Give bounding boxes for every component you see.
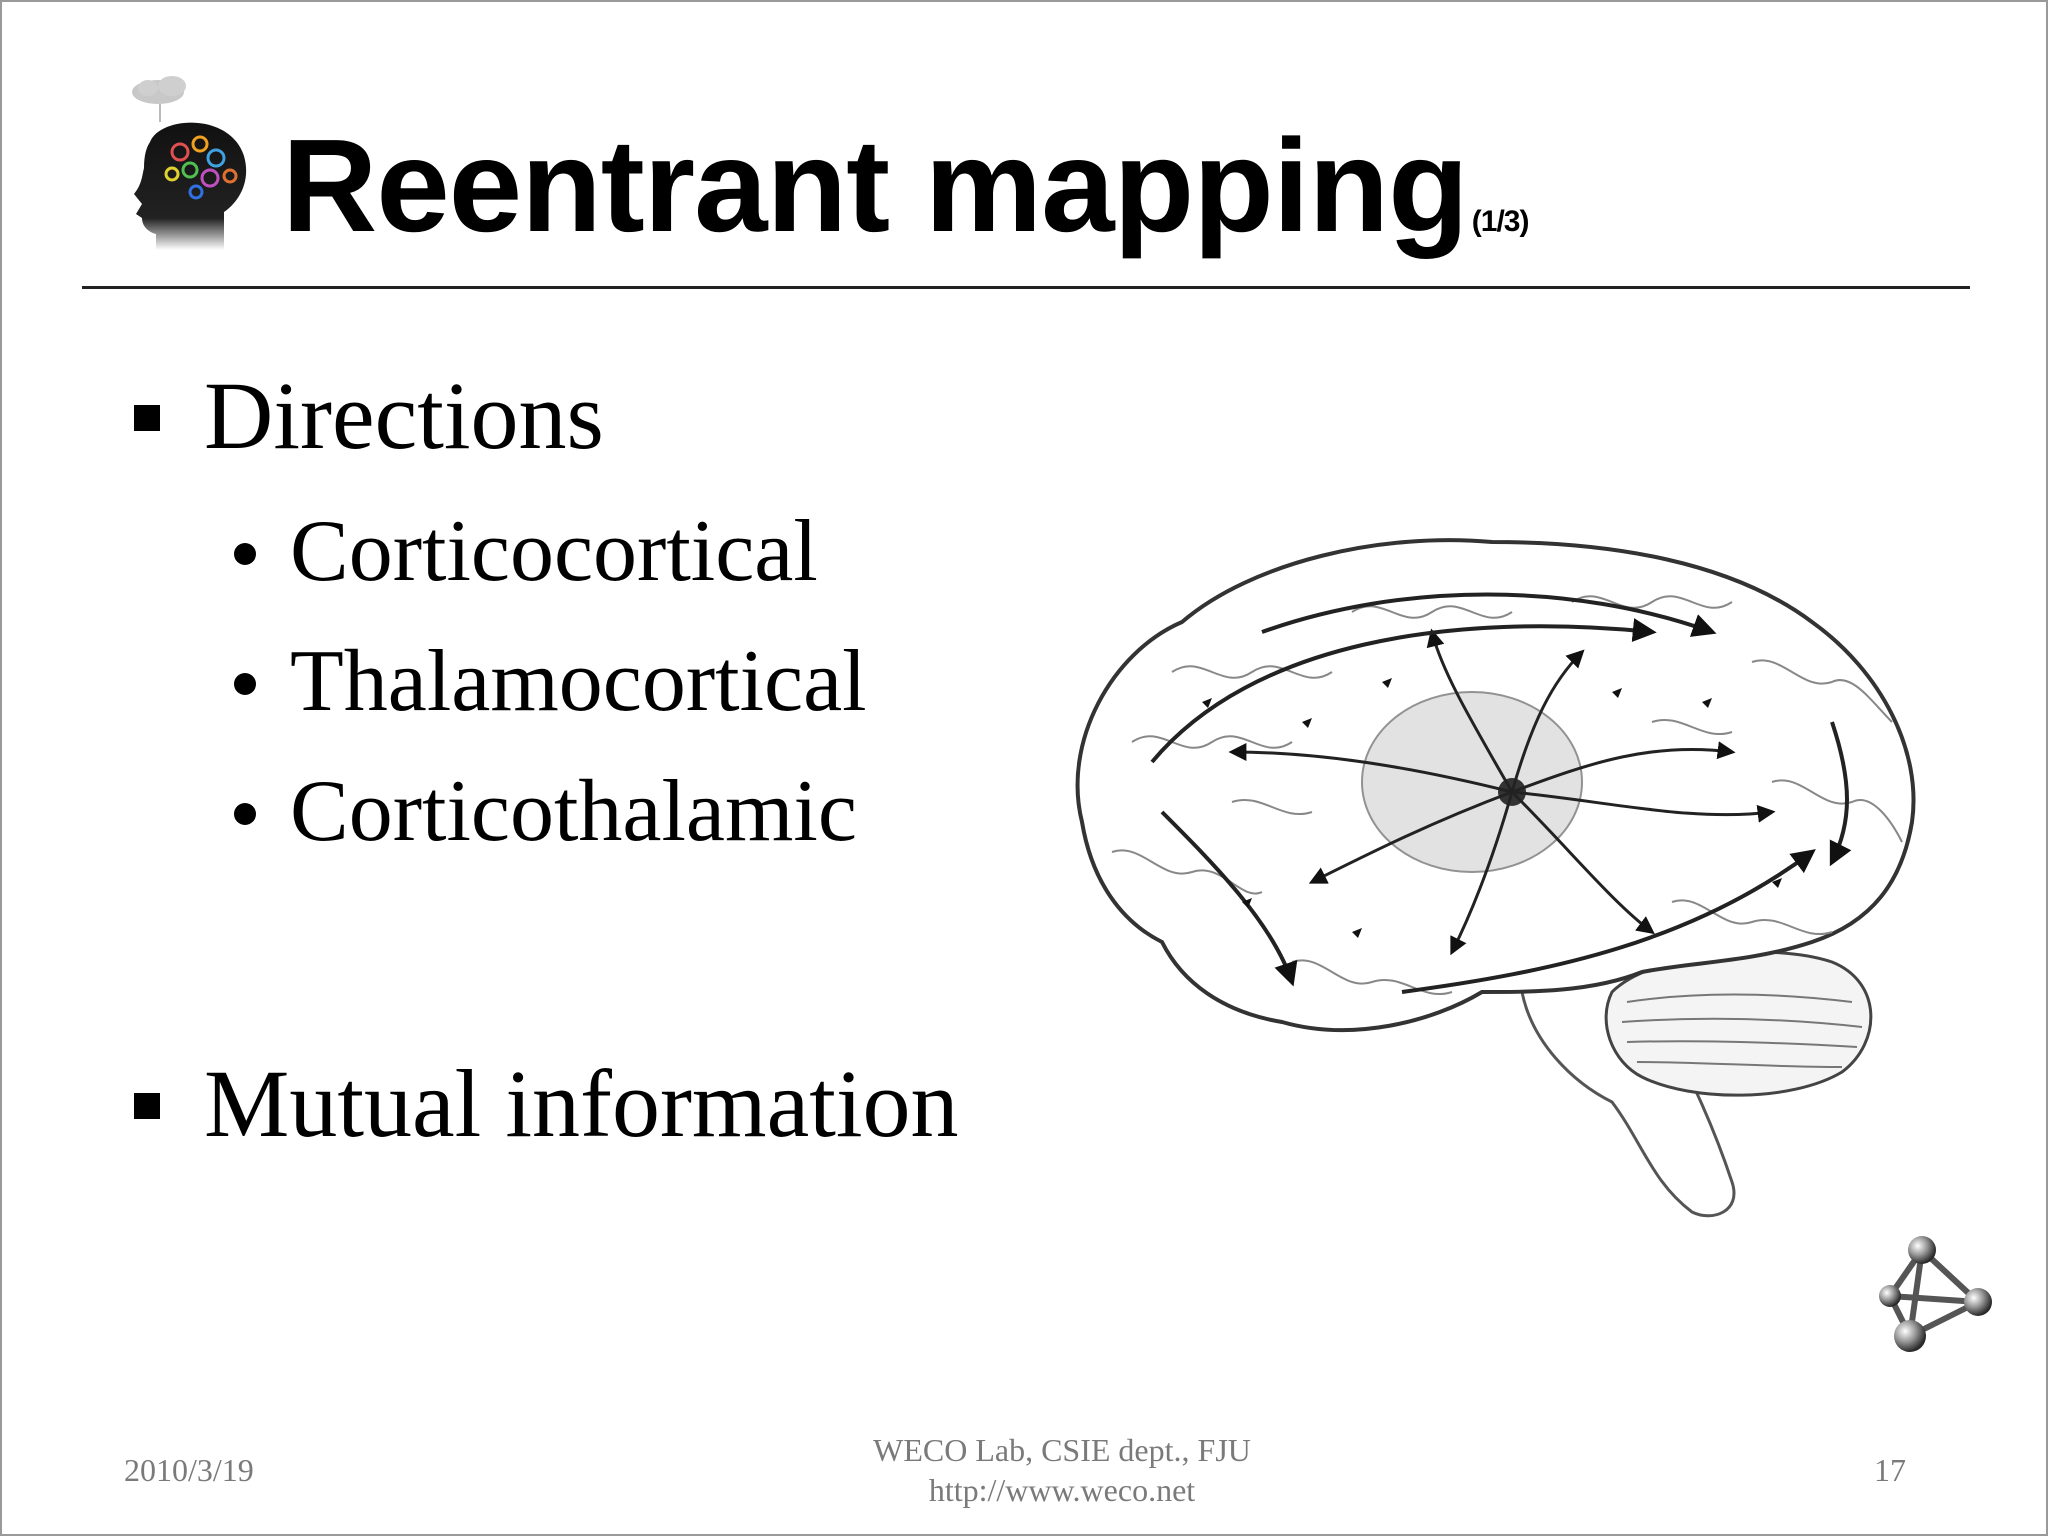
bullet-mutual-information: Mutual information — [134, 1056, 959, 1152]
round-bullet-icon — [234, 802, 256, 825]
title-suffix: (1/3) — [1471, 205, 1530, 238]
bullet-label: Directions — [204, 362, 604, 469]
square-bullet-icon — [134, 1092, 160, 1119]
brain-head-logo-icon — [132, 76, 247, 250]
bullet-label: Mutual information — [204, 1050, 959, 1157]
square-bullet-icon — [134, 404, 160, 431]
round-bullet-icon — [234, 542, 256, 565]
molecule-icon — [1879, 1236, 1992, 1352]
footer-lab-url: http://www.weco.net — [928, 1472, 1196, 1508]
bullet-directions: Directions — [134, 368, 604, 464]
footer-lab-info: WECO Lab, CSIE dept., FJU http://www.wec… — [742, 1430, 1382, 1510]
brain-reentry-diagram — [1075, 538, 1916, 1218]
subbullet-label: Thalamocortical — [290, 633, 867, 730]
subbullet-label: Corticocortical — [290, 503, 818, 600]
title-text: Reentrant mapping — [282, 112, 1469, 259]
subbullet-corticothalamic: Corticothalamic — [234, 768, 857, 856]
subbullet-corticocortical: Corticocortical — [234, 508, 818, 596]
footer-page-number: 17 — [1874, 1452, 1906, 1488]
footer-lab-line1: WECO Lab, CSIE dept., FJU — [873, 1432, 1251, 1468]
subbullet-label: Corticothalamic — [290, 763, 857, 860]
subbullet-thalamocortical: Thalamocortical — [234, 638, 867, 726]
title-divider — [82, 286, 1970, 289]
footer-date: 2010/3/19 — [124, 1452, 254, 1488]
round-bullet-icon — [234, 672, 256, 695]
slide-title: Reentrant mapping(1/3) — [282, 120, 1530, 252]
